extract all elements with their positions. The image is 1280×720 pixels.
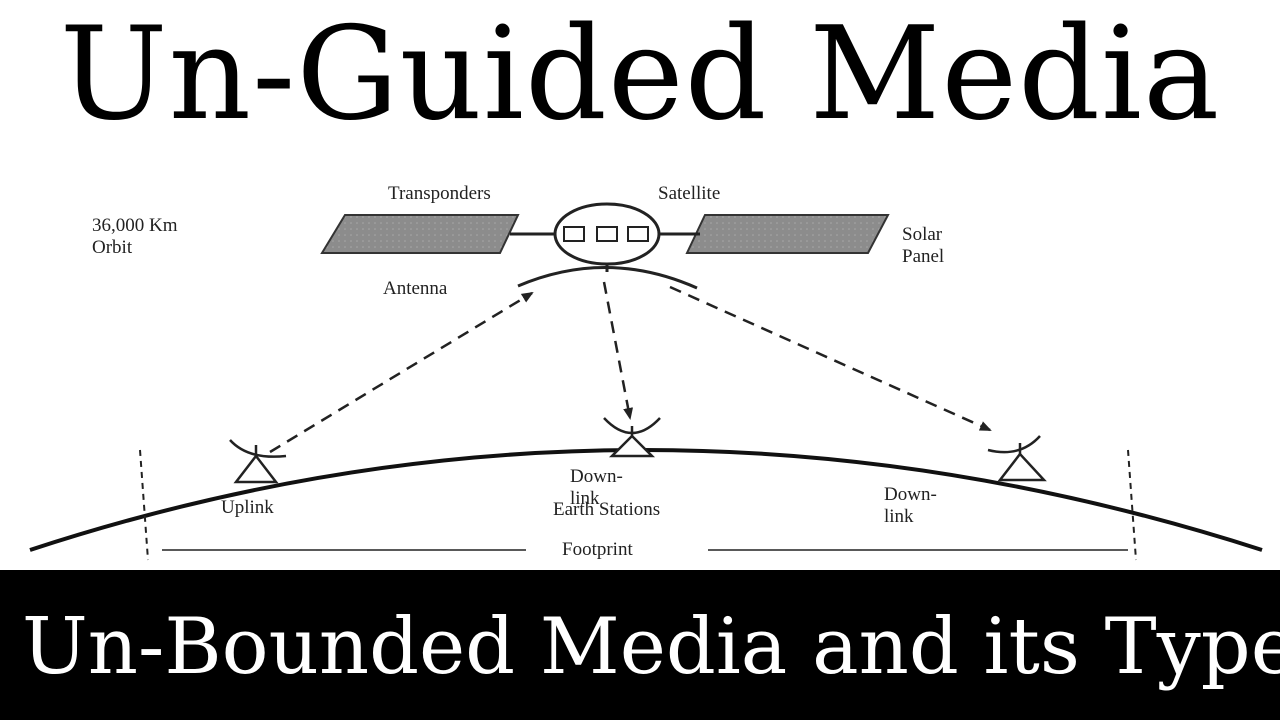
transponder-box-1 (563, 226, 585, 242)
transponder-box-3 (627, 226, 649, 242)
label-uplink: Uplink (221, 497, 274, 518)
satellite-diagram: Transponders Satellite 36,000 Km Orbit S… (0, 160, 1280, 570)
label-solar-line1: Solar (902, 224, 943, 245)
solar-panel-left (320, 214, 520, 254)
downlink-signal-right (669, 285, 992, 432)
earth-station-center-icon (603, 417, 661, 458)
page-title: Un-Guided Media (59, 0, 1221, 149)
label-antenna: Antenna (383, 278, 448, 299)
downlink-station-right-icon (987, 435, 1047, 482)
label-downlink-center-line2: link (570, 488, 600, 509)
label-orbit-line1: 36,000 Km (92, 215, 178, 236)
uplink-station-icon (229, 439, 287, 484)
label-downlink-center-line1: Down- (570, 466, 623, 487)
transponder-box-2 (596, 226, 618, 242)
label-transponders: Transponders (388, 183, 491, 204)
label-footprint: Footprint (562, 539, 633, 560)
satellite-antenna (517, 266, 698, 290)
label-downlink-right-line2: link (884, 506, 914, 527)
uplink-signal-path (269, 291, 534, 454)
downlink-signal-center (602, 281, 634, 420)
solar-panel-right (685, 214, 890, 254)
subtitle-banner: Un-Bounded Media and its Types (0, 570, 1280, 720)
subtitle-text: Un-Bounded Media and its Types (22, 602, 1280, 692)
label-solar-line2: Panel (902, 246, 944, 267)
label-earth-stations: Earth Stations (553, 499, 660, 520)
label-orbit-line2: Orbit (92, 237, 133, 258)
label-downlink-right-line1: Down- (884, 484, 937, 505)
label-satellite: Satellite (658, 183, 720, 204)
